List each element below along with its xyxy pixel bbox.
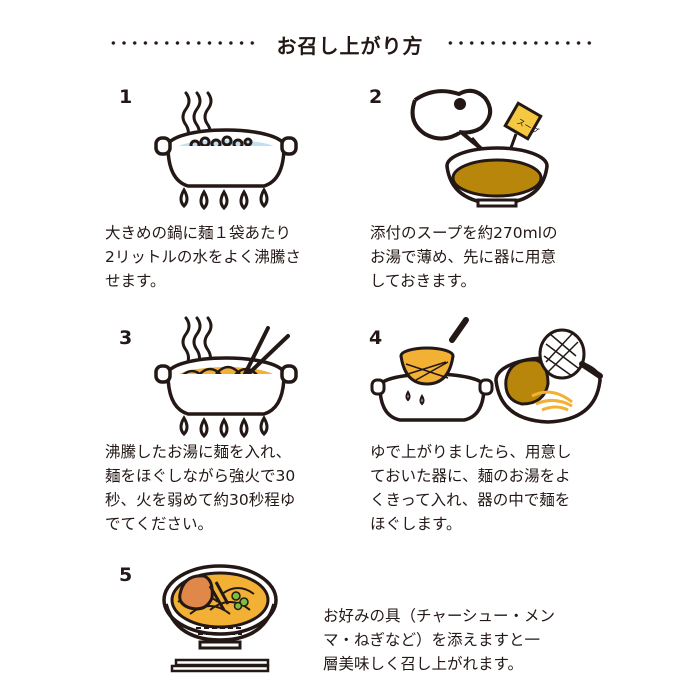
step-5-text: お好みの具（チャーシュー・メン マ・ねぎなど）を添えますと一 層美味しく召し上が… xyxy=(323,607,556,673)
step-4-text: ゆで上がりましたら、用意し ておいた器に、麺のお湯をよ くきって入れ、器の中で麺… xyxy=(370,443,572,533)
step-3-number: 3 xyxy=(119,327,133,349)
page-title: お召し上がり方 xyxy=(276,34,424,58)
dotted-divider-left xyxy=(108,41,258,45)
noodles-in-pot-icon xyxy=(154,316,298,439)
step-1-text: 大きめの鍋に麺１袋あたり 2リットルの水をよく沸騰さ せます。 xyxy=(105,224,301,290)
step-2-text: 添付のスープを約270mlの お湯で薄め、先に器に用意 しておきます。 xyxy=(370,224,558,290)
step-1-number: 1 xyxy=(119,86,133,108)
step-3-text: 沸騰したお湯に麺を入れ、 麺をほぐしながら強火で30 秒、火を弱めて約30秒程ゆ… xyxy=(105,443,296,533)
dotted-divider-right xyxy=(445,41,595,45)
page-header: お召し上がり方 xyxy=(0,28,700,58)
strainer-to-bowl-icon xyxy=(370,317,603,424)
ramen-bowl-chopsticks-icon xyxy=(162,564,278,673)
step-4-number: 4 xyxy=(369,327,383,349)
step-5-number: 5 xyxy=(119,564,133,586)
step-2-number: 2 xyxy=(369,86,383,108)
kettle-pouring-soup-icon: スープ xyxy=(410,88,549,208)
boiling-water-pot-icon xyxy=(154,91,298,211)
